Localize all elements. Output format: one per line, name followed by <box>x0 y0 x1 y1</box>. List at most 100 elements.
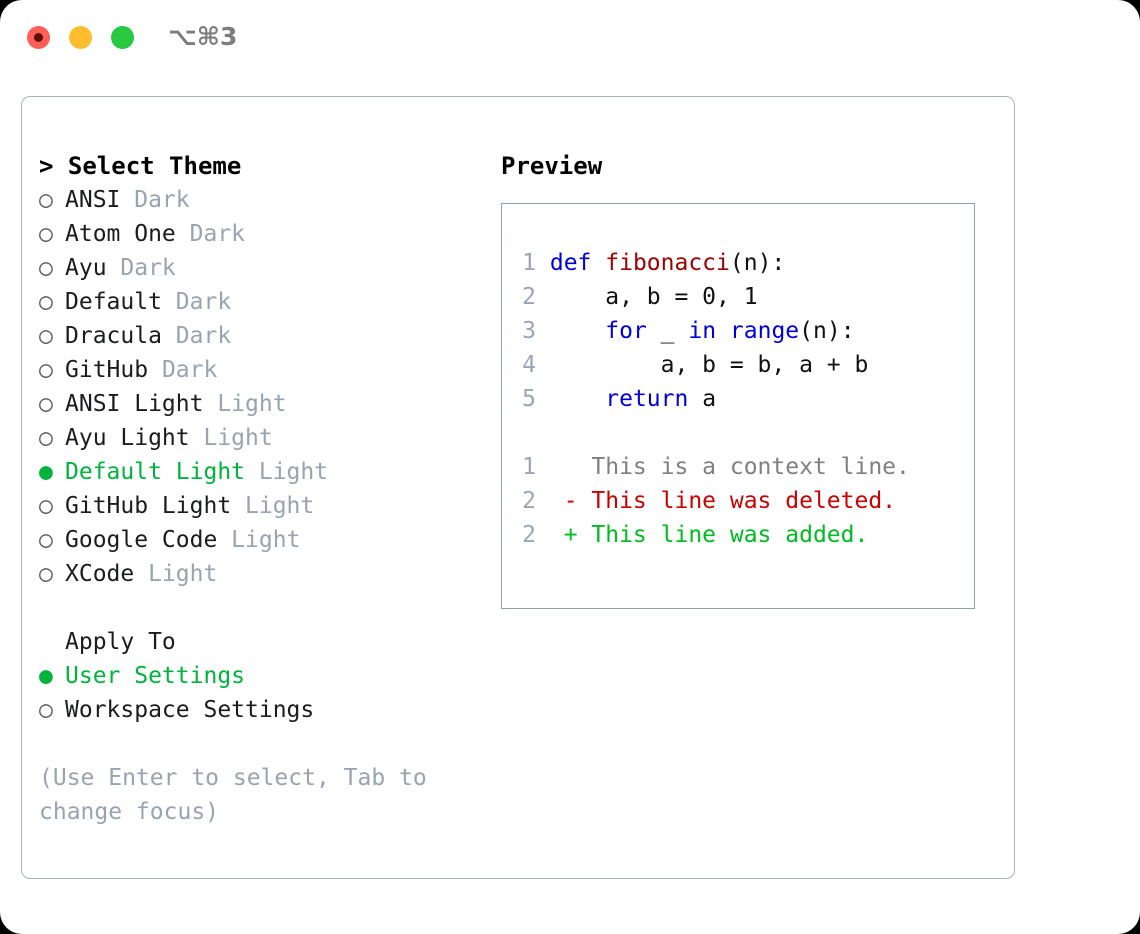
theme-option-default-light[interactable]: ● Default Light Light <box>39 455 489 489</box>
theme-option-label: Default <box>65 289 162 315</box>
radio-unselected-icon[interactable]: ○ <box>39 221 53 247</box>
theme-option-github-light[interactable]: ○ GitHub Light Light <box>39 489 489 523</box>
radio-unselected-icon[interactable]: ○ <box>39 493 53 519</box>
code-token: range <box>729 318 800 344</box>
theme-option-variant: Light <box>231 493 315 519</box>
radio-unselected-icon[interactable]: ○ <box>39 289 53 315</box>
code-line: 5 return a <box>514 382 910 416</box>
apply-to-option-label: User Settings <box>65 663 246 689</box>
theme-option-google-code[interactable]: ○ Google Code Light <box>39 523 489 557</box>
theme-option-dracula[interactable]: ○ Dracula Dark <box>39 319 489 353</box>
theme-option-label: Dracula <box>65 323 162 349</box>
radio-selected-icon[interactable]: ● <box>39 459 53 485</box>
theme-option-label: GitHub Light <box>65 493 232 519</box>
apply-to-option-user-settings[interactable]: ● User Settings <box>39 659 489 693</box>
theme-option-atom-one[interactable]: ○ Atom One Dark <box>39 217 489 251</box>
theme-option-variant: Light <box>245 459 329 485</box>
theme-option-variant: Dark <box>161 323 232 349</box>
line-number: 1 <box>522 250 536 276</box>
theme-option-label: Atom One <box>65 221 176 247</box>
theme-option-variant: Light <box>189 425 273 451</box>
theme-option-variant: Dark <box>175 221 246 247</box>
radio-selected-icon[interactable]: ● <box>39 663 53 689</box>
theme-list[interactable]: ○ANSI Dark○Atom One Dark○Ayu Dark○Defaul… <box>39 183 489 591</box>
diff-line-ctx: 1 This is a context line. <box>514 450 910 484</box>
line-number: 2 <box>522 488 536 514</box>
keyboard-hint: (Use Enter to select, Tab to change focu… <box>39 765 427 825</box>
line-number: 2 <box>522 522 536 548</box>
theme-option-default[interactable]: ○ Default Dark <box>39 285 489 319</box>
theme-option-variant: Light <box>134 561 218 587</box>
code-token: (n): <box>729 250 786 276</box>
theme-option-label: GitHub <box>65 357 149 383</box>
radio-unselected-icon[interactable]: ○ <box>39 527 53 553</box>
theme-option-variant: Dark <box>106 255 176 281</box>
theme-option-github[interactable]: ○ GitHub Dark <box>39 353 489 387</box>
code-token: fibonacci <box>605 250 730 276</box>
theme-option-ansi[interactable]: ○ ANSI Dark <box>39 183 489 217</box>
list-spacer <box>39 591 489 625</box>
code-token: def <box>536 250 606 276</box>
radio-unselected-icon[interactable]: ○ <box>39 391 53 417</box>
theme-option-xcode[interactable]: ○ XCode Light <box>39 557 489 591</box>
apply-to-heading: Apply To <box>65 629 176 655</box>
code-line: 2 a, b = 0, 1 <box>514 280 910 314</box>
code-token: for <box>605 318 647 344</box>
keyboard-shortcut-label: ⌥⌘3 <box>168 22 238 51</box>
maximize-window-button[interactable] <box>111 26 134 49</box>
theme-option-ayu-light[interactable]: ○ Ayu Light Light <box>39 421 489 455</box>
theme-option-variant: Dark <box>120 187 190 213</box>
apply-to-option-workspace-settings[interactable]: ○ Workspace Settings <box>39 693 489 727</box>
theme-option-label: ANSI <box>65 187 121 213</box>
code-blank-line <box>514 416 910 450</box>
theme-option-ayu[interactable]: ○Ayu Dark <box>39 251 489 285</box>
line-number: 5 <box>522 386 536 412</box>
code-token <box>536 386 605 412</box>
theme-option-label: XCode <box>65 561 135 587</box>
code-token: (n): <box>799 318 855 344</box>
theme-option-variant: Dark <box>161 289 232 315</box>
close-window-button[interactable] <box>27 26 50 49</box>
line-number: 3 <box>522 318 536 344</box>
theme-option-label: Ayu Light <box>65 425 190 451</box>
radio-unselected-icon[interactable]: ○ <box>39 357 53 383</box>
select-theme-heading: > Select Theme <box>39 152 242 180</box>
theme-selector-dialog: > Select Theme ○ANSI Dark○Atom One Dark○… <box>21 96 1015 879</box>
preview-heading: Preview <box>501 152 603 180</box>
code-token <box>536 318 605 344</box>
line-number: 2 <box>522 284 536 310</box>
title-bar: ⌥⌘3 <box>0 0 1140 78</box>
radio-unselected-icon[interactable]: ○ <box>39 561 53 587</box>
theme-option-variant: Dark <box>148 357 218 383</box>
code-line: 4 a, b = b, a + b <box>514 348 910 382</box>
minimize-window-button[interactable] <box>69 26 92 49</box>
apply-to-heading-marker <box>39 625 65 659</box>
code-token: a <box>688 386 717 412</box>
code-token <box>716 318 730 344</box>
apply-to-list[interactable]: ● User Settings ○ Workspace Settings <box>39 659 489 727</box>
radio-unselected-icon[interactable]: ○ <box>39 697 53 723</box>
radio-unselected-icon[interactable]: ○ <box>39 323 53 349</box>
preview-column: Preview 1 def fibonacci(n):2 a, b = 0, 1… <box>501 149 1001 609</box>
theme-option-ansi-light[interactable]: ○ANSI Light Light <box>39 387 489 421</box>
theme-option-label: Google Code <box>65 527 218 553</box>
code-token: a, b = b, a + b <box>536 352 869 378</box>
radio-unselected-icon[interactable]: ○ <box>39 255 53 281</box>
diff-text: This is a context line. <box>536 454 910 480</box>
theme-list-column: > Select Theme ○ANSI Dark○Atom One Dark○… <box>39 149 489 829</box>
theme-option-label: Default Light <box>65 459 246 485</box>
radio-unselected-icon[interactable]: ○ <box>39 425 53 451</box>
radio-unselected-icon[interactable]: ○ <box>39 187 53 213</box>
code-token: return <box>605 386 689 412</box>
code-token: _ <box>646 318 689 344</box>
line-number: 4 <box>522 352 536 378</box>
window-controls <box>27 26 134 49</box>
code-line: 1 def fibonacci(n): <box>514 246 910 280</box>
theme-option-variant: Light <box>217 527 301 553</box>
theme-option-label: ANSI Light <box>65 391 204 417</box>
code-token: in <box>688 318 717 344</box>
apply-to-option-label: Workspace Settings <box>65 697 315 723</box>
